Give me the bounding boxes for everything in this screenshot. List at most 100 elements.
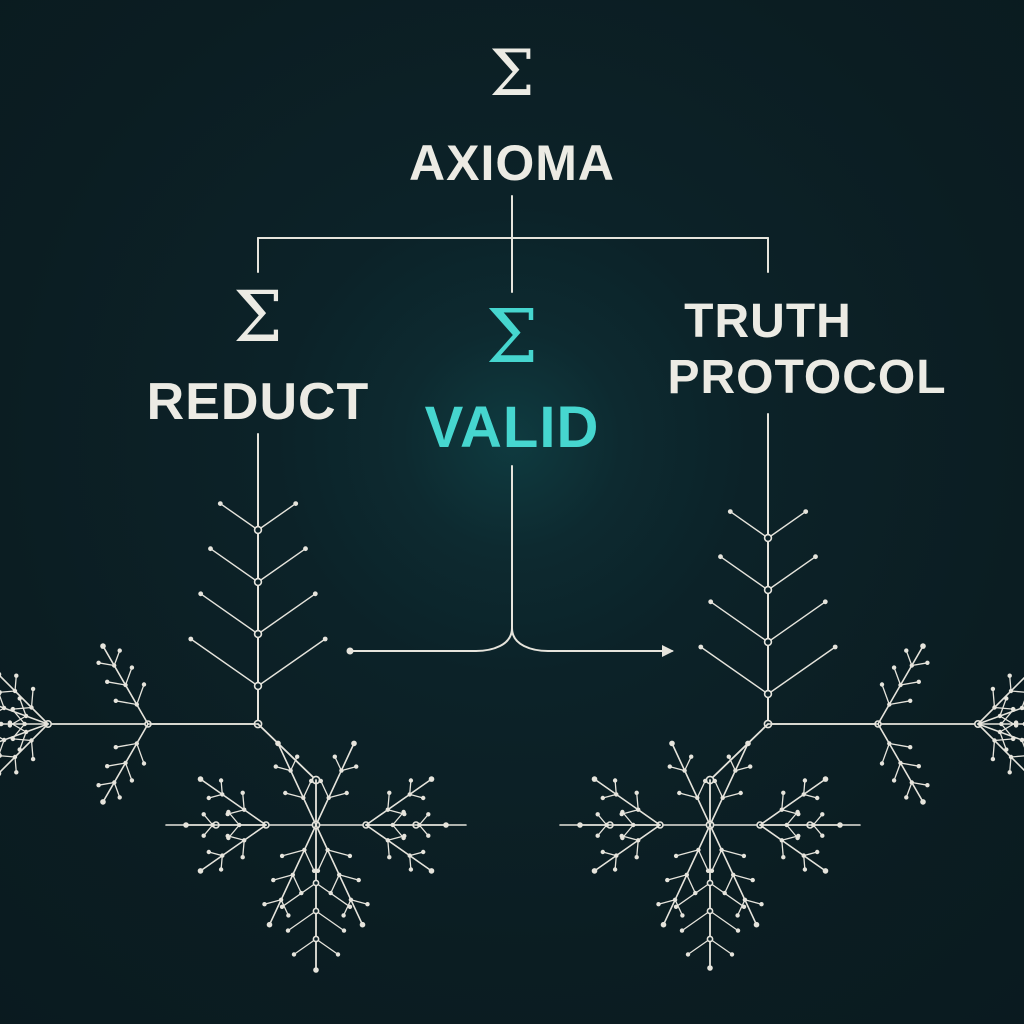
tree-branch [106,762,127,767]
tree-node [720,795,725,800]
tree-node [604,822,609,828]
tree-node [706,907,714,915]
tree-node [636,807,641,812]
tree-branch [9,715,27,727]
tree-node [916,679,921,684]
tree-node [325,847,330,853]
tree-node [920,643,926,649]
tree-node [672,897,678,902]
tree-branch [714,780,724,799]
tree-node [237,822,242,828]
tree-node [14,673,19,678]
tree-node [206,849,211,855]
tree-branch [257,638,326,687]
tree-node [904,648,909,653]
tree-node [784,822,789,828]
tree-node [117,648,122,653]
tree-node [12,688,18,694]
tree-node [735,913,740,918]
tree-node [30,686,36,692]
tree-branch [767,601,826,643]
tree-node [703,778,708,784]
tree-node [22,721,27,727]
tree-branch [767,510,807,539]
tree-node [1010,736,1016,742]
tree-node [1,737,7,743]
tree-branch [115,742,138,748]
tree-node [891,778,897,783]
tree-node [591,776,598,782]
tree-node [0,672,2,677]
tree-node [891,665,897,670]
tree-branch [12,738,33,742]
tree-node [634,790,639,795]
tree-node [291,952,297,957]
tree-node [29,705,34,710]
tree-node [242,838,247,843]
tree-node [407,792,412,797]
tree-node [620,835,625,841]
tree-node [285,928,291,933]
tree-node [129,778,135,783]
tree-node [705,868,711,873]
tree-node [898,760,903,766]
tree-node [685,952,691,957]
tree-branch [284,792,304,799]
tree-branch [257,723,317,781]
tree-branch [671,742,711,826]
tree-branch [418,824,429,837]
tree-node [17,747,22,752]
tree-node [218,778,224,783]
tree-node [275,740,281,747]
tree-node [779,838,784,843]
tree-node [7,723,13,728]
tree-branch [257,593,316,635]
tree-branch [11,723,26,739]
tree-branch [711,849,723,872]
tree-branch [303,849,315,872]
tree-node [631,822,636,828]
tree-node [706,935,714,943]
tree-branch [199,778,267,826]
tree-branch [203,813,214,826]
tree-node [129,665,135,670]
tree-branch [97,781,115,786]
tree-node [820,812,825,817]
tree-node [748,764,753,769]
tree-node [595,812,600,817]
tree-node [879,761,885,766]
tree-node [312,591,318,597]
tree-branch [1021,739,1024,748]
tree-node [832,644,838,650]
tree-branch [12,706,33,710]
tree-node [14,770,19,775]
tree-node [802,867,808,872]
tree-branch [0,739,5,754]
tree-node [301,795,306,800]
tree-node [401,809,406,815]
tree-node [335,952,341,957]
tree-branch [700,646,769,695]
tree-node [745,740,751,747]
tree-node [365,902,370,907]
tree-branch [666,874,688,881]
tree-node [30,756,36,762]
tree-node [990,686,996,692]
tree-branch [709,723,769,781]
tree-node [198,591,204,597]
tree-node [295,754,300,759]
tree-node [407,853,412,858]
tree-branch [257,502,297,531]
tree-node [344,790,349,796]
tree-branch [334,756,343,772]
tree-node [600,849,605,855]
tree-node [925,783,930,788]
tree-node [614,792,619,797]
tree-node [1011,707,1016,712]
tree-branch [392,811,405,826]
tree-node [347,853,353,859]
tree-node [10,736,15,741]
tree-node [428,776,435,782]
tree-branch [767,646,836,695]
